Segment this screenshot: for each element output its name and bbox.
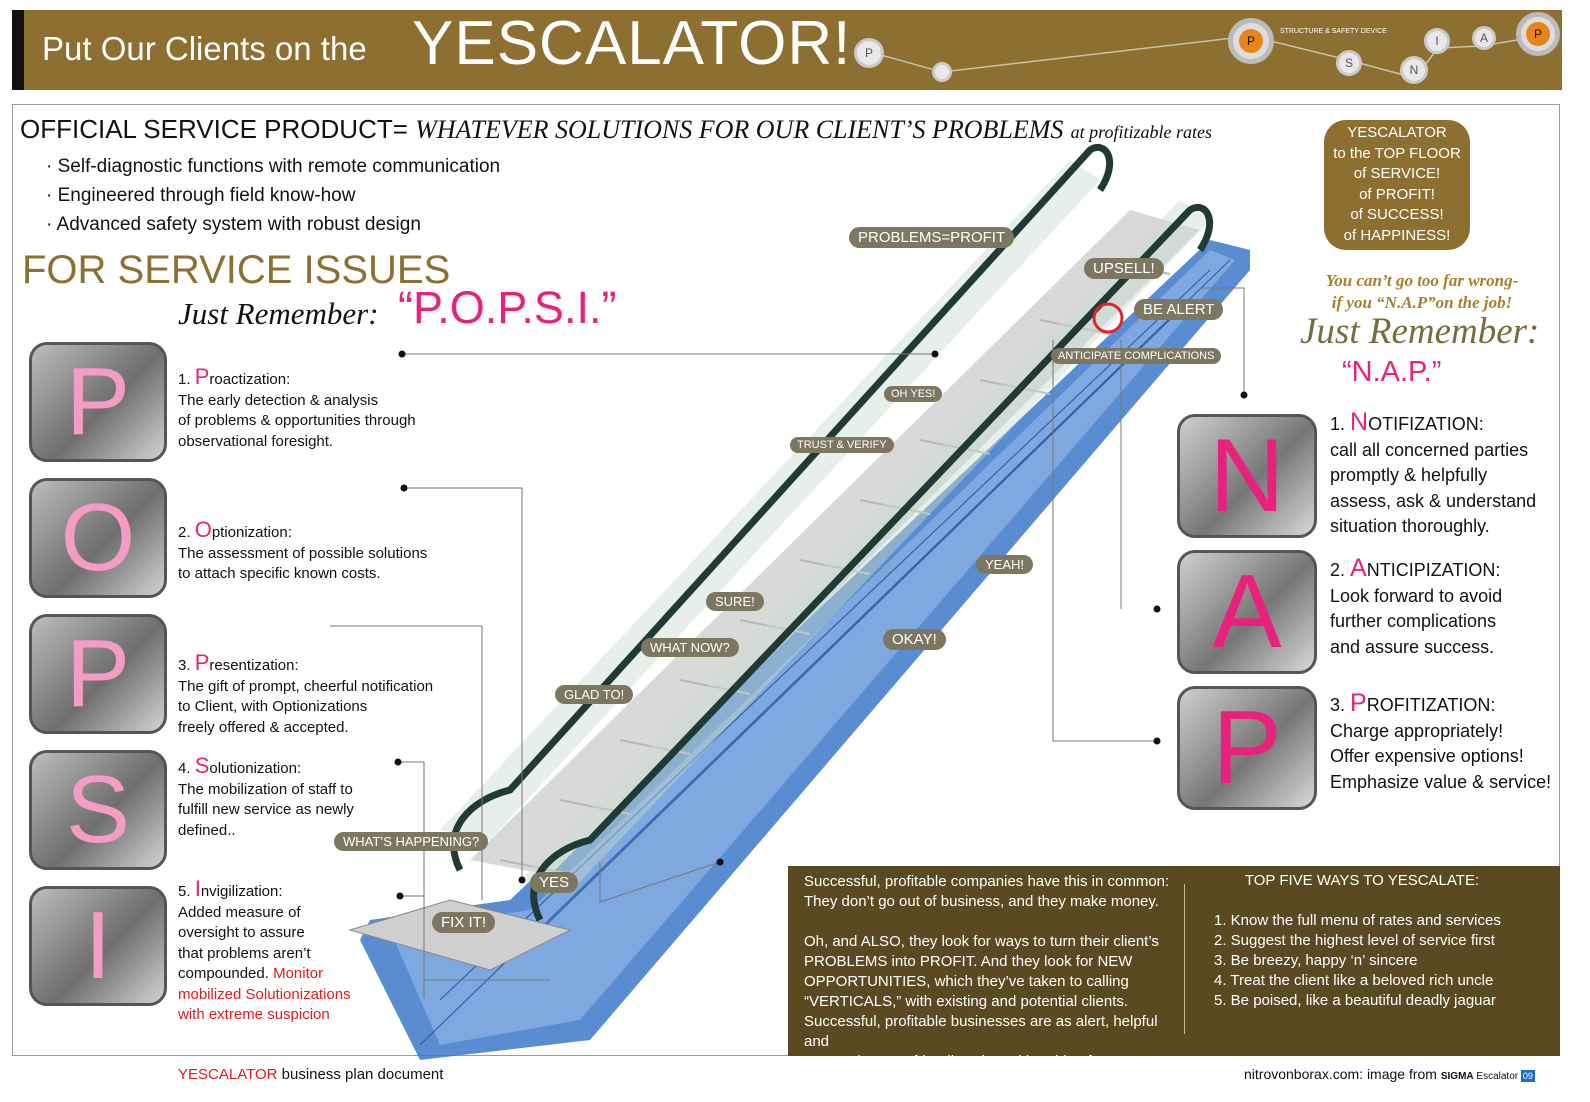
top-five-item: 1. Know the full menu of rates and servi… bbox=[1214, 912, 1501, 929]
nap-letter: A bbox=[1212, 554, 1282, 670]
nap-letter: N bbox=[1209, 418, 1285, 534]
page-title-prefix: Put Our Clients on the bbox=[42, 30, 367, 67]
service-issues-heading: FOR SERVICE ISSUES bbox=[22, 248, 451, 292]
nap-thumb-n: N bbox=[1177, 414, 1317, 538]
feature-bullet: · Advanced safety system with robust des… bbox=[46, 214, 421, 235]
popsi-letter: O bbox=[60, 484, 136, 591]
popsi-letter: I bbox=[84, 892, 112, 999]
page-number: 09 bbox=[1520, 1070, 1535, 1082]
callout-yeah: YEAH! bbox=[976, 555, 1034, 574]
callout-anticipate: ANTICIPATE COMPLICATIONS bbox=[1051, 348, 1222, 364]
header-node-p3: P bbox=[1516, 12, 1560, 56]
nap-letter: P bbox=[1212, 690, 1282, 806]
nap-cap-letter: A bbox=[1350, 554, 1367, 582]
popsi-item: 2. Optionization: The assessment of poss… bbox=[178, 517, 428, 583]
callout-trust-verify: TRUST & VERIFY bbox=[790, 437, 894, 453]
header-node-dot bbox=[932, 62, 952, 82]
popsi-acronym: “P.O.P.S.I.” bbox=[398, 282, 617, 333]
too-far-tagline: You can’t go too far wrong-if you “N.A.P… bbox=[1325, 271, 1519, 312]
top-five-item: 3. Be breezy, happy ‘n’ sincere bbox=[1214, 952, 1418, 969]
sigma-logo: SIGMA bbox=[1440, 1071, 1474, 1082]
popsi-cap-letter: P bbox=[194, 364, 210, 389]
header-left-cap bbox=[12, 10, 24, 90]
popsi-cap-letter: O bbox=[194, 517, 212, 542]
bottom-divider bbox=[1184, 884, 1185, 1034]
callout-glad-to: GLAD TO! bbox=[555, 685, 634, 704]
bottom-info-box bbox=[788, 866, 1560, 1056]
footer-document-label: YESCALATOR business plan document bbox=[178, 1066, 444, 1083]
header-node-a: A bbox=[1472, 26, 1496, 50]
callout-be-alert: BE ALERT bbox=[1134, 299, 1224, 320]
header-node-p1: P bbox=[854, 38, 884, 68]
nap-thumb-a: A bbox=[1177, 550, 1317, 674]
nap-cap-letter: N bbox=[1350, 408, 1369, 436]
popsi-item: 3. Presentization: The gift of prompt, c… bbox=[178, 650, 434, 736]
header-node-caption: STRUCTURE & SAFETY DEVICE bbox=[1280, 28, 1387, 35]
header-banner bbox=[12, 10, 1562, 90]
callout-upsell: UPSELL! bbox=[1084, 258, 1164, 279]
callout-what-now: WHAT NOW? bbox=[641, 638, 739, 657]
popsi-thumb-i: I bbox=[29, 886, 167, 1006]
top-five-item: 5. Be poised, like a beautiful deadly ja… bbox=[1214, 992, 1496, 1009]
popsi-cap-letter: S bbox=[194, 753, 210, 778]
just-remember-label: Just Remember: bbox=[178, 296, 379, 331]
official-value: WHATEVER SOLUTIONS FOR OUR CLIENT’S PROB… bbox=[415, 115, 1064, 144]
callout-fix-it: FIX IT! bbox=[432, 912, 495, 933]
page-title: YESCALATOR! bbox=[412, 9, 852, 78]
header-node-i: I bbox=[1424, 28, 1450, 54]
callout-yes: YES bbox=[530, 872, 579, 893]
success-paragraph: Successful, profitable companies have th… bbox=[804, 873, 1170, 1070]
popsi-thumb-p: P bbox=[29, 342, 167, 462]
popsi-letter: S bbox=[65, 756, 131, 863]
callout-whats-happening: WHAT’S HAPPENING? bbox=[334, 832, 489, 851]
nap-item: 2. ANTICIPIZATION: Look forward to avoid… bbox=[1330, 554, 1503, 657]
header-node-p2: P bbox=[1228, 18, 1274, 64]
escalator-illustration bbox=[330, 144, 1250, 1060]
just-remember-nap-label: Just Remember: bbox=[1300, 311, 1540, 352]
top-five-title: TOP FIVE WAYS TO YESCALATE: bbox=[1244, 872, 1480, 889]
header-node-n: N bbox=[1400, 56, 1428, 84]
official-service-product: OFFICIAL SERVICE PRODUCT= WHATEVER SOLUT… bbox=[20, 114, 1212, 145]
callout-oh-yes: OH YES! bbox=[884, 386, 943, 402]
nap-item: 3. PROFITIZATION: Charge appropriately!O… bbox=[1330, 689, 1552, 792]
popsi-thumb-p2: P bbox=[29, 614, 167, 734]
top-five-item: 2. Suggest the highest level of service … bbox=[1214, 932, 1495, 949]
footer-credit: nitrovonborax.com: image from SIGMA Esca… bbox=[1244, 1066, 1535, 1082]
feature-bullet: · Self-diagnostic functions with remote … bbox=[46, 156, 501, 177]
popsi-letter: P bbox=[65, 348, 131, 455]
nap-thumb-p: P bbox=[1177, 686, 1317, 810]
callout-okay: OKAY! bbox=[883, 629, 946, 650]
popsi-letter: P bbox=[65, 620, 131, 727]
header-node-s: S bbox=[1336, 50, 1362, 76]
popsi-item: 4. Solutionization: The mobilization of … bbox=[178, 753, 354, 839]
popsi-item: 1. Proactization: The early detection & … bbox=[178, 364, 416, 450]
feature-bullet: · Engineered through field know-how bbox=[46, 185, 356, 206]
footer-brand: YESCALATOR bbox=[178, 1066, 278, 1083]
official-label: OFFICIAL SERVICE PRODUCT= bbox=[20, 114, 408, 144]
nap-item: 1. NOTIFIZATION: call all concerned part… bbox=[1330, 408, 1537, 536]
callout-sure: SURE! bbox=[706, 592, 764, 611]
top-five-item: 4. Treat the client like a beloved rich … bbox=[1214, 972, 1494, 989]
popsi-thumb-o: O bbox=[29, 478, 167, 598]
popsi-cap-letter: P bbox=[194, 650, 210, 675]
popsi-thumb-s: S bbox=[29, 750, 167, 870]
popsi-cap-letter: I bbox=[194, 876, 201, 901]
nap-acronym: “N.A.P.” bbox=[1342, 356, 1442, 388]
official-suffix: at profitizable rates bbox=[1070, 122, 1213, 142]
content-frame bbox=[12, 104, 1560, 1056]
callout-problems-profit: PROBLEMS=PROFIT bbox=[849, 227, 1015, 248]
nap-cap-letter: P bbox=[1350, 689, 1367, 717]
